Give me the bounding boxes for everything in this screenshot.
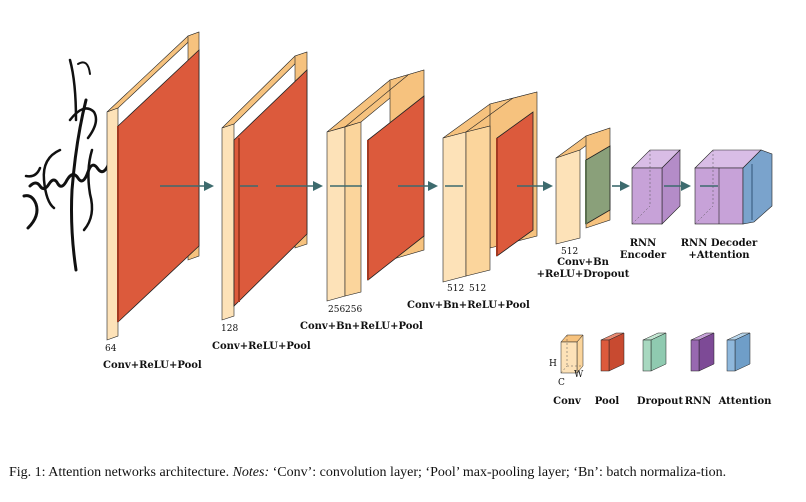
legend-pool-swatch-side — [608, 332, 625, 372]
block-label: Conv+Bn+ReLU+Pool — [407, 300, 530, 311]
channel-count: 256 — [328, 305, 345, 315]
block-label: Encoder — [620, 250, 667, 261]
conv-layer — [344, 121, 362, 297]
block-label: RNN Decoder — [681, 238, 758, 249]
conv-layer — [326, 126, 346, 302]
legend-rnn-swatch-side — [698, 332, 715, 372]
block-label: Conv+ReLU+Pool — [103, 360, 202, 371]
legend-axis-c: C — [558, 378, 565, 388]
legend-axis-h: H — [549, 359, 557, 369]
legend-axis-w: W — [574, 370, 584, 380]
legend-pool-swatch-front — [600, 339, 610, 372]
caption-prefix: Fig. 1: Attention networks architecture. — [9, 465, 230, 480]
channel-count: 256 — [345, 305, 362, 315]
arrow-head — [620, 181, 630, 191]
conv-layer — [442, 131, 467, 283]
conv-layer — [555, 149, 581, 245]
block-conv-relu-pool-2 — [221, 51, 308, 321]
block-label: Conv+Bn+ReLU+Pool — [300, 321, 423, 332]
legend-conv-swatch-front — [560, 341, 578, 374]
channel-count: 64 — [105, 344, 117, 354]
block-conv-bn-relu-pool-1 — [326, 69, 425, 302]
legend-label-attention: Attention — [718, 396, 773, 407]
rnn-decoder-attention-block — [694, 149, 773, 225]
architecture-diagram: 64 128 256 256 512 512 512 Conv+ReLU+Poo… — [22, 31, 773, 407]
conv-layer — [106, 107, 119, 341]
flow-arrows — [160, 181, 718, 191]
arrow-head — [428, 181, 438, 191]
arrow-head — [543, 181, 553, 191]
rnn-layer — [631, 167, 663, 225]
conv-layer — [221, 123, 235, 321]
block-label: +ReLU+Dropout — [537, 269, 630, 280]
pool-layer — [233, 69, 308, 307]
attention-layer — [742, 149, 773, 225]
legend-dropout-swatch-side — [650, 332, 667, 372]
arrow-head — [681, 181, 691, 191]
legend: H W C Conv Pool Dropout RNN Attention — [549, 332, 773, 407]
channel-count: 512 — [561, 247, 578, 257]
block-label: Conv+Bn — [557, 257, 610, 268]
channel-count: 512 — [469, 284, 486, 294]
arrow-head — [204, 181, 214, 191]
handwritten-input-image — [22, 58, 112, 272]
block-conv-bn-relu-dropout — [555, 127, 611, 245]
legend-attention-swatch-side — [734, 332, 751, 372]
block-label: RNN — [630, 238, 657, 249]
legend-conv-swatch-side — [576, 334, 584, 374]
caption-notes-label: Notes: — [232, 465, 270, 480]
figure-caption: Fig. 1: Attention networks architecture.… — [9, 464, 799, 481]
dropout-layer — [585, 145, 611, 225]
legend-label-conv: Conv — [553, 396, 582, 407]
rnn-encoder-block — [631, 149, 681, 225]
legend-dropout-swatch-front — [642, 339, 652, 372]
legend-label-rnn: RNN — [685, 396, 712, 407]
block-conv-bn-relu-pool-2 — [442, 91, 538, 283]
block-label: +Attention — [688, 250, 750, 261]
block-conv-relu-pool-1 — [106, 31, 200, 341]
arrow-head — [313, 181, 323, 191]
channel-count: 128 — [221, 324, 238, 334]
caption-text: ‘Conv’: convolution layer; ‘Pool’ max-po… — [272, 465, 727, 480]
legend-attention-swatch-front — [726, 339, 736, 372]
conv-layer — [465, 125, 491, 277]
channel-count: 512 — [447, 284, 464, 294]
legend-label-dropout: Dropout — [637, 396, 684, 407]
block-label: Conv+ReLU+Pool — [212, 341, 311, 352]
legend-rnn-swatch-front — [690, 339, 700, 372]
legend-label-pool: Pool — [595, 396, 620, 407]
